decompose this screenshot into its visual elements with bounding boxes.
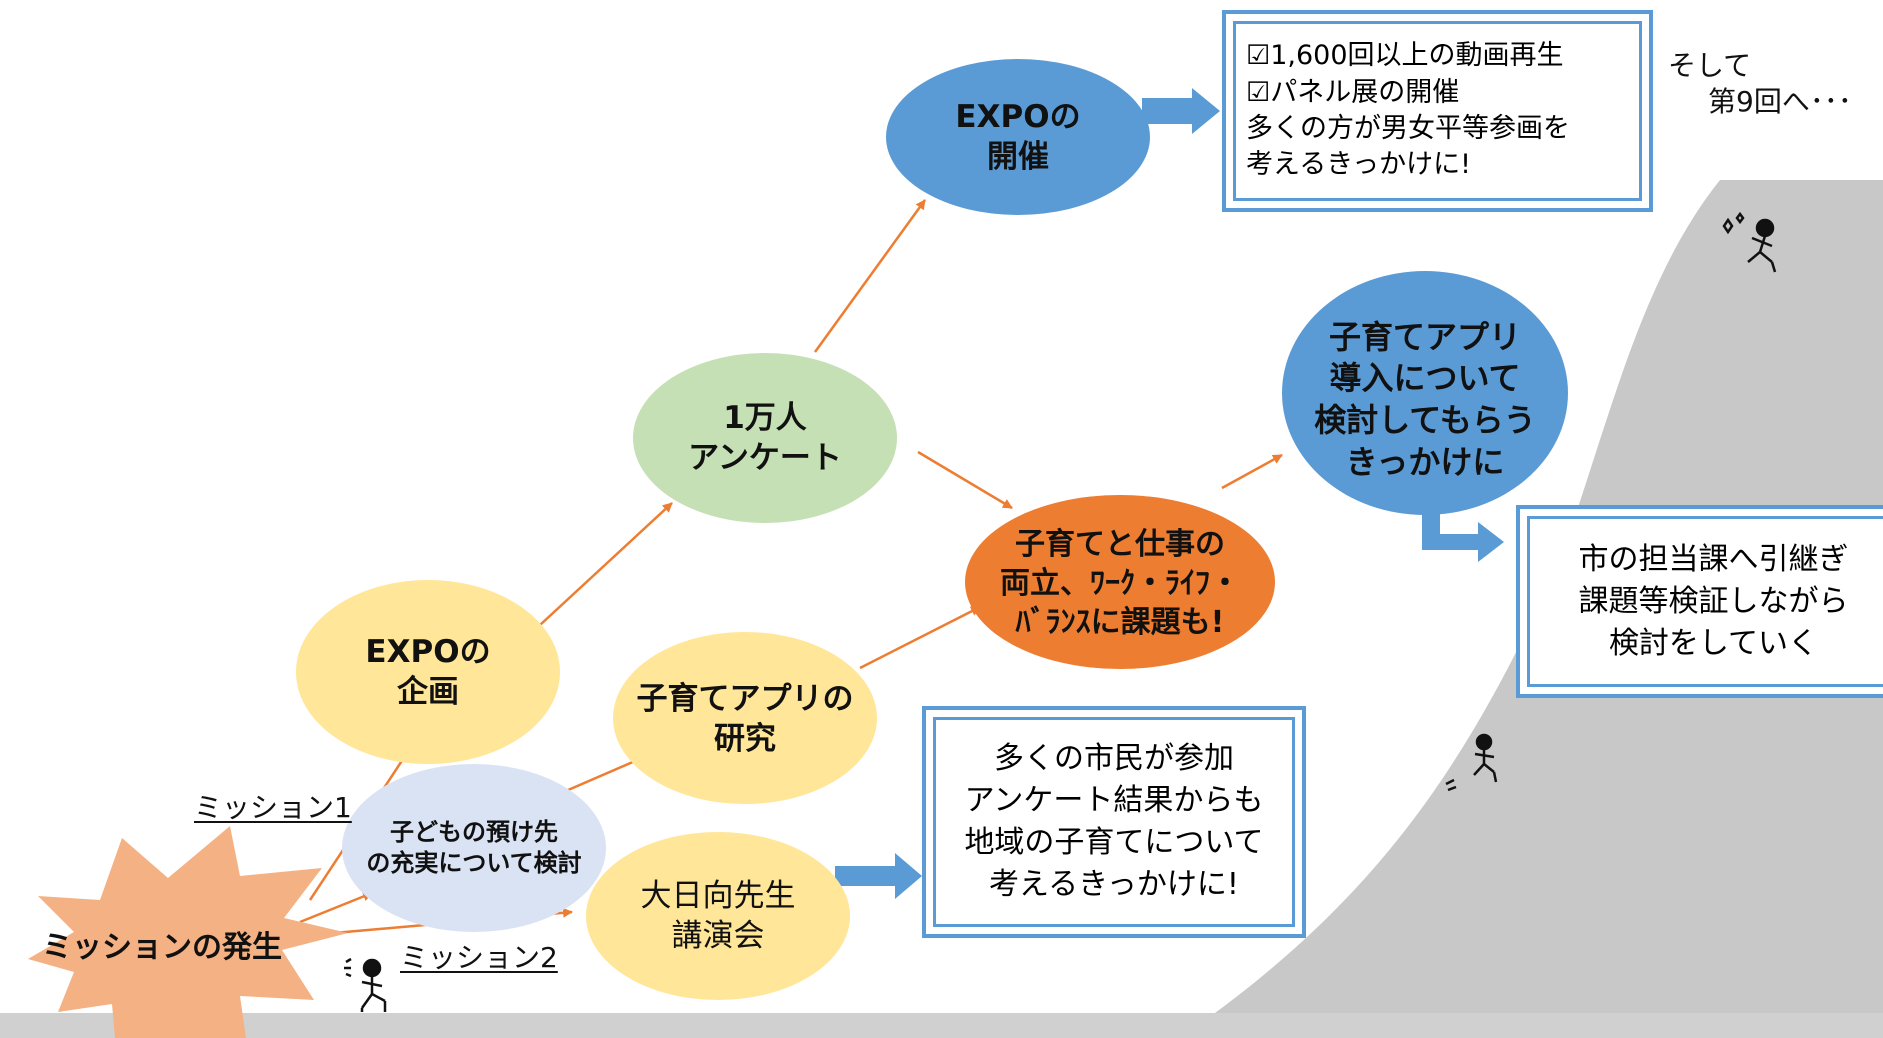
node-work-life-line3: ﾊﾞﾗﾝｽに課題も!	[1015, 604, 1225, 640]
stick-figure-middle	[1445, 733, 1498, 792]
arrow-origin-to-childcare	[299, 891, 373, 924]
mission-origin-label: ミッションの発生	[42, 930, 282, 965]
node-lecture-shape	[586, 832, 850, 1000]
stick-figure-bottom	[344, 957, 387, 1012]
city-handover-box: 市の担当課へ引継ぎ 課題等検証しながら 検討をしていく	[1516, 505, 1883, 698]
expo-result-box-inner: ☑1,600回以上の動画再生 ☑パネル展の開催 多くの方が男女平等参画を 考える…	[1233, 21, 1642, 201]
node-lecture-line2: 講演会	[671, 918, 765, 954]
node-childcare: 子どもの預け先 の充実について検討	[344, 810, 604, 886]
citizens-line3: 地域の子育てについて	[964, 825, 1264, 860]
node-childcare-shape	[342, 764, 606, 932]
node-expo-held-shape	[886, 59, 1150, 215]
next-round-line2: 第9回へ･･･	[1708, 85, 1852, 119]
city-handover-line1: 市の担当課へ引継ぎ	[1578, 541, 1849, 577]
node-expo-held: EXPOの 開催	[898, 92, 1138, 182]
node-app-research-line2: 研究	[714, 721, 776, 757]
node-expo-plan-line2: 企画	[397, 674, 459, 710]
node-app-research-line1: 子育てアプリの	[636, 680, 854, 717]
node-lecture-line1: 大日向先生	[640, 877, 796, 914]
city-handover-box-inner: 市の担当課へ引継ぎ 課題等検証しながら 検討をしていく	[1527, 516, 1883, 687]
block-arrow-lecture	[835, 853, 922, 899]
expo-result-line1: ☑1,600回以上の動画再生	[1246, 40, 1564, 72]
node-survey-shape	[633, 353, 897, 523]
node-app-intro-shape	[1282, 271, 1568, 515]
expo-result-box: ☑1,600回以上の動画再生 ☑パネル展の開催 多くの方が男女平等参画を 考える…	[1222, 10, 1653, 212]
node-work-life-shape	[965, 495, 1275, 669]
block-arrow-expo-result	[1142, 88, 1220, 134]
expo-result-line2: ☑パネル展の開催	[1246, 76, 1460, 108]
node-app-intro-line3: 検討してもらう	[1314, 401, 1536, 439]
citizens-line2: アンケート結果からも	[964, 783, 1264, 818]
arrow-expo-plan-to-survey	[539, 502, 673, 626]
node-lecture: 大日向先生 講演会	[598, 872, 838, 960]
city-handover-line2: 課題等検証しながら	[1578, 583, 1849, 619]
mission1-label: ミッション1	[194, 791, 352, 824]
hill-slope	[1180, 180, 1883, 1038]
next-round-text: そして 第9回へ･･･	[1668, 48, 1852, 121]
node-app-intro-line2: 導入について	[1329, 359, 1521, 398]
node-app-intro-line1: 子育てアプリ	[1328, 317, 1521, 356]
arrow-app-research-to-work-life	[859, 605, 981, 670]
ground-strip	[0, 1013, 1883, 1038]
node-app-intro-line4: きっかけに	[1345, 442, 1505, 481]
node-app-intro: 子育てアプリ 導入について 検討してもらう きっかけに	[1290, 315, 1560, 485]
stick-figure-top	[1722, 211, 1777, 273]
node-work-life-line1: 子育てと仕事の	[1015, 526, 1225, 562]
mission2-label: ミッション2	[400, 941, 558, 974]
node-childcare-line1: 子どもの預け先	[390, 817, 558, 846]
expo-result-line4: 考えるきっかけに!	[1246, 149, 1471, 181]
node-survey-line2: アンケート	[688, 440, 842, 476]
mission-origin-burst	[28, 826, 348, 1038]
node-expo-held-line1: EXPOの	[955, 98, 1081, 135]
arrow-work-life-to-app-intro	[1221, 453, 1283, 490]
citizens-line1: 多くの市民が参加	[994, 741, 1234, 776]
node-expo-plan-line1: EXPOの	[365, 633, 491, 670]
node-expo-plan-shape	[296, 580, 560, 764]
arrow-survey-to-expo-held	[813, 199, 927, 353]
block-arrow-city	[1422, 510, 1504, 562]
next-round-line1: そして	[1668, 49, 1752, 82]
citizens-box-inner: 多くの市民が参加 アンケート結果からも 地域の子育てについて 考えるきっかけに!	[933, 717, 1295, 927]
node-work-life: 子育てと仕事の 両立、ﾜｰｸ・ﾗｲﾌ・ ﾊﾞﾗﾝｽに課題も!	[975, 518, 1265, 648]
node-app-research-shape	[613, 632, 877, 804]
node-survey: 1万人 アンケート	[645, 395, 885, 481]
node-survey-line1: 1万人	[723, 399, 807, 436]
citizens-box: 多くの市民が参加 アンケート結果からも 地域の子育てについて 考えるきっかけに!	[922, 706, 1306, 938]
node-work-life-line2: 両立、ﾜｰｸ・ﾗｲﾌ・	[1000, 565, 1240, 601]
node-childcare-line2: の充実について検討	[366, 849, 582, 877]
expo-result-line3: 多くの方が男女平等参画を	[1246, 113, 1570, 144]
node-expo-plan: EXPOの 企画	[308, 628, 548, 716]
citizens-line4: 考えるきっかけに!	[989, 867, 1239, 902]
city-handover-line3: 検討をしていく	[1608, 625, 1819, 661]
arrow-survey-to-work-life	[917, 450, 1013, 510]
node-expo-held-line2: 開催	[987, 139, 1049, 175]
node-app-research: 子育てアプリの 研究	[615, 676, 875, 762]
